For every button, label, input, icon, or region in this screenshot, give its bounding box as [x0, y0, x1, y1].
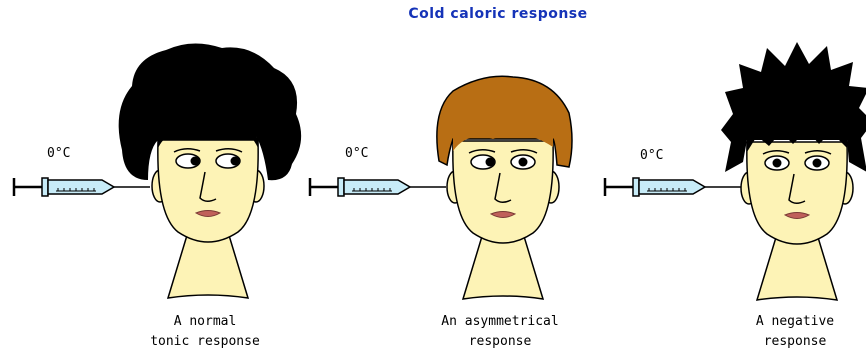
- panel-negative: [605, 42, 866, 300]
- syringe-1: [14, 178, 150, 196]
- temperature-label-2: 0°C: [345, 146, 368, 161]
- caption-normal-line1: A normal: [110, 312, 300, 332]
- caption-asymmetrical-line1: An asymmetrical: [405, 312, 595, 332]
- caption-normal: A normal tonic response: [110, 312, 300, 352]
- caption-negative-line1: A negative: [700, 312, 866, 332]
- caption-asymmetrical: An asymmetrical response: [405, 312, 595, 352]
- syringe-2: [310, 178, 446, 196]
- panel-asymmetrical: [310, 76, 572, 299]
- caption-negative-line2: response: [700, 332, 866, 352]
- face-normal: [119, 43, 301, 298]
- face-negative: [721, 42, 866, 300]
- caption-normal-line2: tonic response: [110, 332, 300, 352]
- caption-negative: A negative response: [700, 312, 866, 352]
- face-asymmetrical: [437, 76, 572, 299]
- temperature-label-1: 0°C: [47, 146, 70, 161]
- panel-normal: [14, 43, 301, 298]
- syringe-3: [605, 178, 741, 196]
- caption-asymmetrical-line2: response: [405, 332, 595, 352]
- temperature-label-3: 0°C: [640, 148, 663, 163]
